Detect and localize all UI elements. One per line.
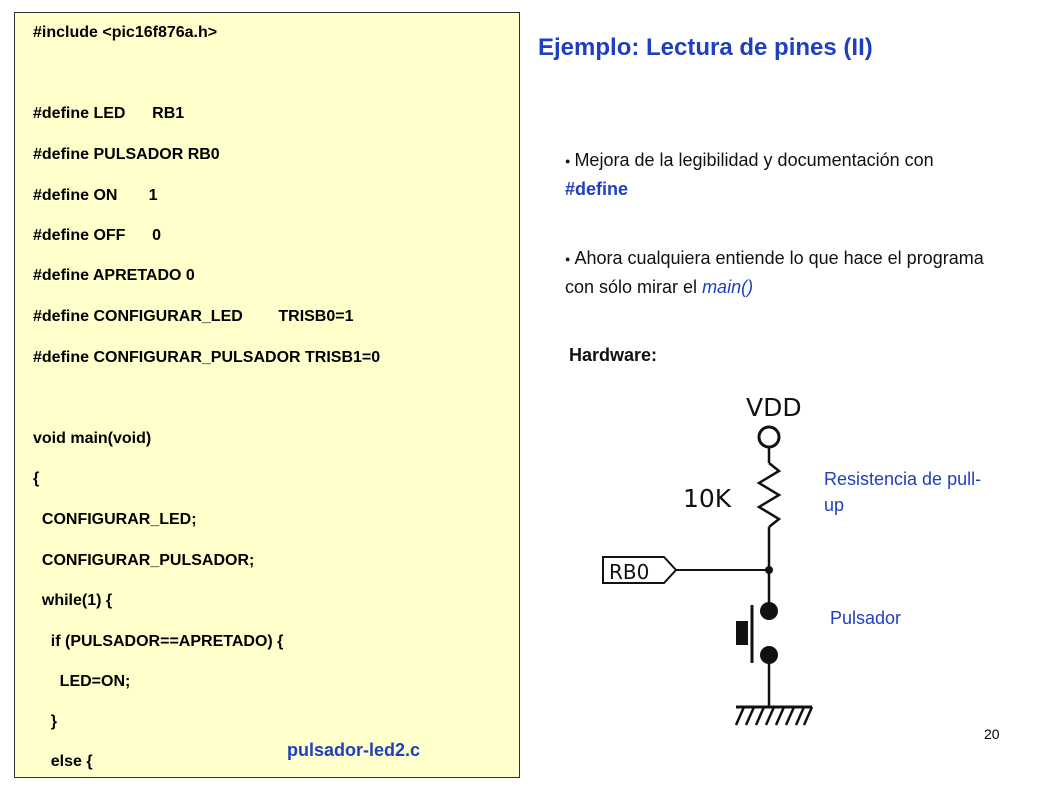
pin-tag-icon: [602, 556, 678, 584]
bullet-main: ●Ahora cualquiera entiende lo que hace e…: [565, 244, 985, 301]
pullup-annotation: Resistencia de pull-up: [824, 469, 982, 515]
code-line: #define ON 1: [33, 187, 158, 204]
code-line: #define CONFIGURAR_PULSADOR TRISB1=0: [33, 349, 381, 366]
button-contact-icon: [760, 646, 778, 664]
code-line: CONFIGURAR_PULSADOR;: [33, 552, 255, 569]
button-contact-icon: [760, 602, 778, 620]
code-line: if (PULSADOR==APRETADO) {: [33, 633, 284, 650]
code-line: #include <pic16f876a.h>: [33, 24, 218, 41]
code-line: }: [33, 713, 58, 730]
bullet-dot-icon: ●: [565, 156, 571, 167]
code-line: #define APRETADO 0: [33, 267, 195, 284]
resistor-icon: [756, 462, 782, 528]
pin-label: RB0: [609, 560, 649, 584]
code-line: void main(void): [33, 430, 152, 447]
slide-title: Ejemplo: Lectura de pines (II): [538, 34, 873, 61]
code-line: LED=ON;: [33, 673, 131, 690]
code-line: CONFIGURAR_LED;: [33, 511, 197, 528]
button-annotation: Pulsador: [830, 608, 902, 628]
code-filename: pulsador-led2.c: [287, 740, 421, 760]
code-line: #define CONFIGURAR_LED TRISB0=1: [33, 308, 354, 325]
bullet-dot-icon: ●: [565, 254, 571, 265]
resistor-value-label: 10K: [683, 484, 732, 513]
code-listing: #include <pic16f876a.h> #define LED RB1 …: [14, 12, 520, 778]
keyword-main: main(): [702, 277, 754, 298]
vdd-label: VDD: [746, 393, 802, 422]
page-number: 20: [984, 726, 1000, 742]
bullet-text: Mejora de la legibilidad y documentación…: [574, 150, 934, 170]
code-line: {: [33, 470, 40, 487]
keyword-define: #define: [565, 179, 629, 200]
code-line: #define LED RB1: [33, 105, 185, 122]
code-line: while(1) {: [33, 592, 113, 609]
bullet-readability: ●Mejora de la legibilidad y documentació…: [565, 146, 985, 203]
code-line: else {: [33, 753, 93, 770]
code-line: #define PULSADOR RB0: [33, 146, 220, 163]
pullup-circuit-diagram: VDD 10K RB0: [602, 393, 814, 726]
hardware-label: Hardware:: [569, 345, 658, 365]
bullet-text: Ahora cualquiera entiende lo que hace el…: [565, 248, 984, 298]
junction-icon: [765, 566, 773, 574]
vdd-terminal-icon: [757, 425, 781, 449]
code-line: #define OFF 0: [33, 227, 162, 244]
